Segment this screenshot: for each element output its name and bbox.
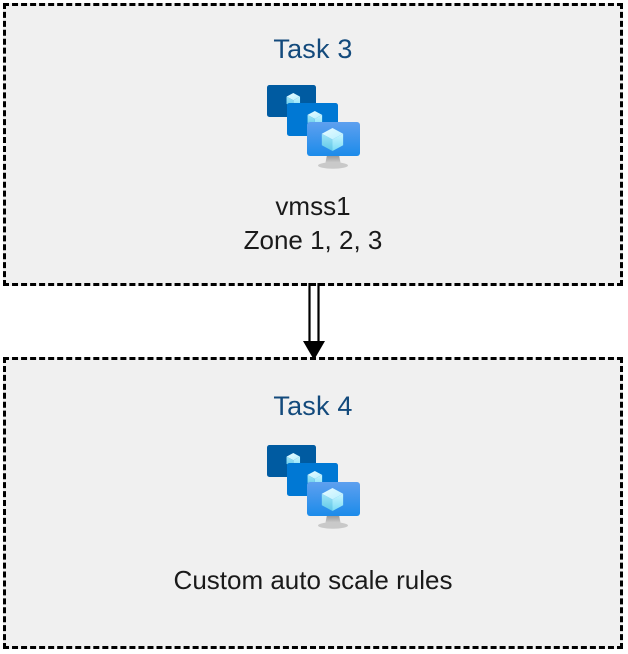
vm-scale-set-icon xyxy=(267,445,360,529)
task-box-task3[interactable]: Task 3 xyxy=(3,3,623,286)
task4-title: Task 4 xyxy=(273,391,353,421)
vm-scale-set-icon xyxy=(267,85,360,169)
monitor-front-icon xyxy=(307,122,360,156)
monitor-stand-icon xyxy=(318,515,348,529)
monitor-front-icon xyxy=(307,482,360,516)
task3-title: Task 3 xyxy=(273,34,353,64)
monitor-stand-icon xyxy=(318,155,348,169)
connector-arrow-task3-to-task4 xyxy=(303,283,325,360)
task3-caption: vmss1 Zone 1, 2, 3 xyxy=(244,189,383,257)
task3-caption-line1: vmss1 xyxy=(275,191,351,221)
task-box-task4[interactable]: Task 4 xyxy=(3,357,623,649)
task3-caption-line2: Zone 1, 2, 3 xyxy=(243,225,383,255)
task4-caption-line1: Custom auto scale rules xyxy=(173,565,453,595)
arrowhead-icon xyxy=(303,341,325,360)
task4-caption: Custom auto scale rules xyxy=(174,563,453,597)
task4-icon-wrapper xyxy=(265,441,361,533)
task3-icon-wrapper xyxy=(265,81,361,173)
